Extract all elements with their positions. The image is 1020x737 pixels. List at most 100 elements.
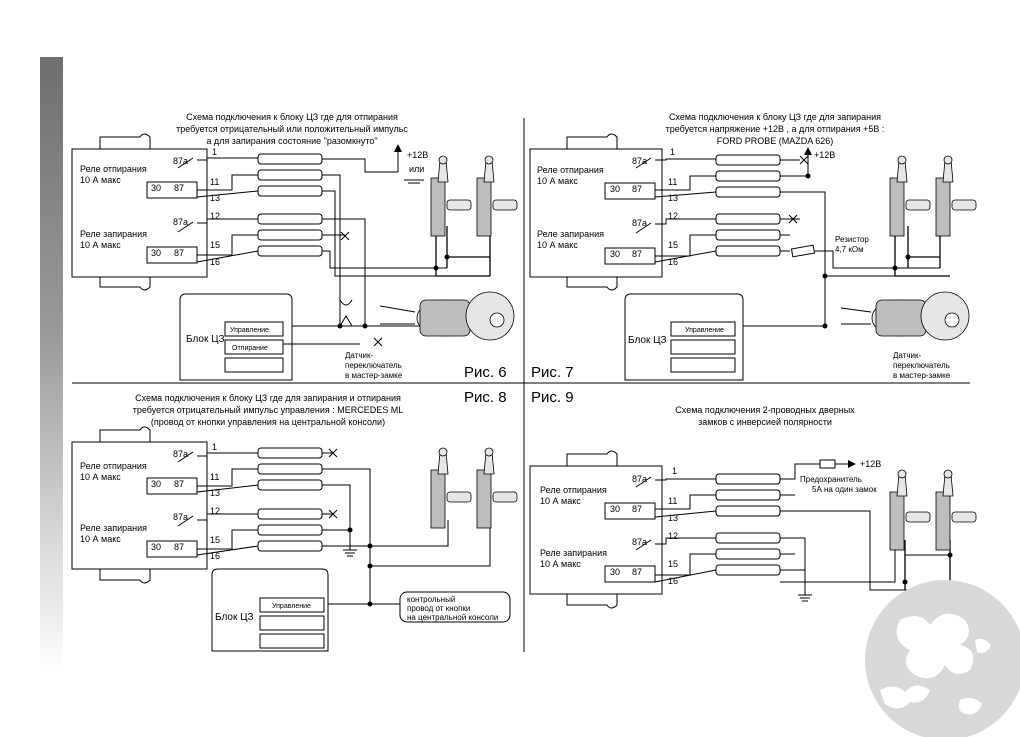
wire-number: 13 (210, 488, 220, 498)
panel-fig7: Схема подключения к блоку ЦЗ где для зап… (529, 112, 977, 381)
fig9-caption-line2: замков с инверсией полярности (698, 417, 832, 427)
supply-label: +12В (407, 150, 428, 160)
sensor-label: переключатель (345, 361, 402, 370)
relay-unlock-name: Реле отпирания (80, 164, 147, 174)
panel-fig8: Рис. 8 Схема подключения к блоку ЦЗ где … (71, 389, 518, 652)
wire-number: 12 (210, 506, 220, 516)
relay-unlock-name: Реле отпирания (540, 485, 607, 495)
relay-pin-87a: 87а (173, 156, 188, 166)
panel-fig6: Схема подключения к блоку ЦЗ где для отп… (71, 112, 518, 381)
relay-lock-name: Реле запирания (80, 523, 147, 533)
cz-input-unlock (224, 339, 284, 355)
arrow-up-icon (394, 144, 402, 152)
wire-number: 11 (668, 496, 677, 506)
relay-pin-87a: 87а (632, 156, 647, 166)
fig8-caption-line1: Схема подключения к блоку ЦЗ где для зап… (135, 393, 401, 403)
wire-number: 13 (210, 193, 220, 203)
wire-number: 11 (210, 177, 219, 187)
relay-unlock-rating: 10 А макс (80, 472, 121, 482)
relay-unlock-rating: 10 А макс (537, 176, 578, 186)
cz-input-label: Отпирание (232, 345, 268, 352)
relay-lock-rating: 10 А макс (540, 559, 581, 569)
relay-unlock-rating: 10 А макс (80, 175, 121, 185)
note-label: провод от кнопки (407, 604, 470, 613)
door-lock-actuator-icon (889, 469, 931, 551)
wire-number: 12 (210, 211, 220, 221)
relay-pin-30: 30 (610, 504, 620, 514)
cz-input-label: Управление (272, 603, 311, 610)
page-side-bar (40, 57, 63, 677)
door-lock-actuator-icon (935, 469, 977, 551)
fig6-caption-line2: требуется отрицательный или положительны… (176, 124, 408, 134)
door-lock-actuator-icon (430, 155, 472, 237)
module-tab (99, 133, 151, 150)
module-tab (99, 274, 151, 291)
fuse-icon (819, 459, 836, 469)
wire-number: 15 (210, 535, 220, 545)
decorative-logo-watermark (865, 580, 1020, 737)
panel-fig9: Рис. 9 Схема подключения 2-проводных две… (529, 389, 977, 609)
note-box (399, 591, 511, 623)
figure-label-fig8: Рис. 8 (464, 389, 507, 406)
relay-pin-87: 87 (632, 249, 642, 259)
relay-lock-rating: 10 А макс (80, 240, 121, 250)
relay-lock-name: Реле запирания (537, 229, 604, 239)
sensor-label: Датчик- (345, 351, 373, 360)
fig7-caption-line2: требуется напряжение +12В , а для отпира… (666, 124, 885, 134)
sensor-label: Датчик- (893, 351, 921, 360)
master-lock-with-key-icon (840, 291, 970, 341)
ground-icon (343, 549, 357, 557)
relay-unlock-rating: 10 А макс (540, 496, 581, 506)
relay-pin-87a: 87а (173, 449, 188, 459)
relay-unlock-name: Реле отпирания (537, 165, 604, 175)
cut-mark-icon (373, 337, 383, 347)
figure-label-fig9: Рис. 9 (531, 389, 574, 406)
relay-switch (177, 221, 194, 233)
relay-pin-87a: 87а (632, 537, 647, 547)
door-lock-actuator-icon (430, 447, 472, 529)
alarm-module-housing (529, 148, 663, 278)
relay-pin-87: 87 (632, 567, 642, 577)
wire-number: 1 (670, 147, 675, 157)
wire-number: 1 (212, 442, 217, 452)
fuse-label: Предохранитель (800, 475, 862, 484)
cz-input-label: Управление (685, 327, 724, 334)
relay-pin-87a: 87а (632, 218, 647, 228)
wire-number: 12 (668, 211, 678, 221)
note-label: на центральной консоли (407, 613, 498, 622)
ground-icon (798, 594, 812, 602)
resistor-label: Резистор (835, 235, 869, 244)
door-lock-actuator-icon (476, 155, 518, 237)
wire-number: 15 (210, 240, 220, 250)
wire-number: 11 (210, 472, 219, 482)
fuse-rating: 5А на один замок (812, 485, 877, 494)
fig6-caption-line3: а для запирания состояние "разомкнуто" (206, 136, 377, 146)
wire-number: 11 (668, 177, 677, 187)
cut-mark-icon (340, 231, 350, 241)
relay-pin-30: 30 (610, 249, 620, 259)
fig6-caption-line1: Схема подключения к блоку ЦЗ где для отп… (186, 112, 398, 122)
wire-number: 12 (668, 531, 678, 541)
cz-block-name: Блок ЦЗ (186, 334, 225, 345)
relay-pin-87: 87 (174, 479, 184, 489)
sensor-label: в мастер-замке (893, 371, 951, 380)
wire-number: 13 (668, 513, 678, 523)
supply-or-label: или (409, 164, 424, 174)
cz-input-spare (224, 357, 284, 373)
sensor-label: в мастер-замке (345, 371, 403, 380)
relay-unlock-name: Реле отпирания (80, 461, 147, 471)
alarm-module-housing (529, 465, 663, 595)
wire-connectors (257, 153, 323, 257)
alarm-module-housing (71, 148, 208, 278)
door-lock-actuator-icon (476, 447, 518, 529)
relay-pin-87: 87 (632, 184, 642, 194)
wire-number: 16 (210, 257, 220, 267)
arrow-up-icon (804, 147, 812, 155)
cz-input-control (224, 321, 284, 337)
wire-number: 15 (668, 559, 678, 569)
relay-lock-name: Реле запирания (540, 548, 607, 558)
fig8-caption-line2: требуется отрицательный импульс управлен… (133, 405, 403, 415)
figure-label-fig6: Рис. 6 (464, 364, 507, 381)
figure-label-fig7: Рис. 7 (531, 364, 574, 381)
